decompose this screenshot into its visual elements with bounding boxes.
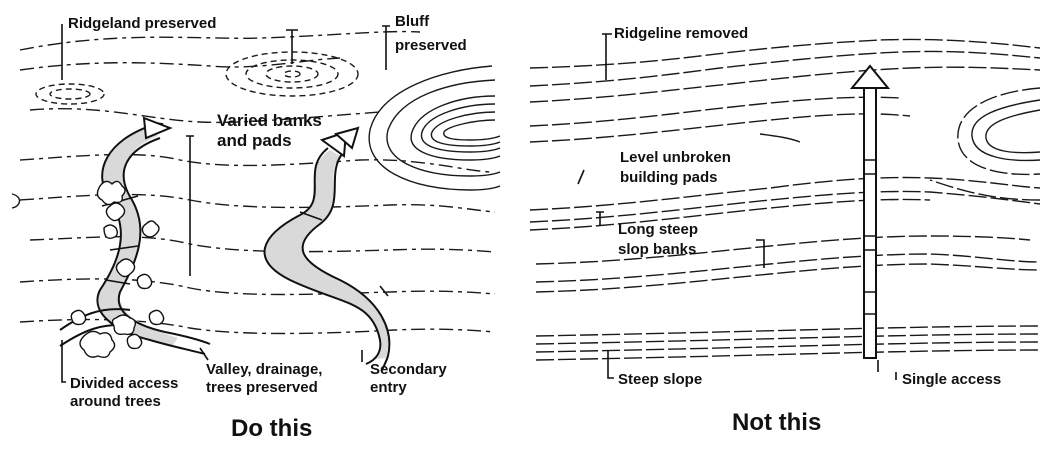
varied-banks-label-line2: and pads [217, 131, 292, 150]
do-this-caption: Do this [231, 415, 312, 442]
bluff-preserved-label-line2: preserved [395, 37, 467, 54]
right-leaders [578, 34, 896, 380]
secondary-entry-label-line1: Secondary [370, 361, 447, 378]
not-this-panel: Ridgeline removed Level unbroken buildin… [530, 25, 1040, 436]
steep-slope-label: Steep slope [618, 371, 702, 388]
divided-access-label-line2: around trees [70, 393, 161, 410]
valley-drainage-label-line2: trees preserved [206, 379, 318, 396]
divided-access-label-line1: Divided access [70, 375, 178, 392]
single-access-label: Single access [902, 371, 1001, 388]
not-this-caption: Not this [732, 409, 821, 436]
left-contours [12, 32, 500, 334]
long-steep-label-line2: slop banks [618, 241, 696, 258]
ridgeland-preserved-label: Ridgeland preserved [68, 15, 216, 32]
bluff-preserved-label-line1: Bluff [395, 13, 430, 30]
right-contours [530, 39, 1040, 360]
do-this-panel: Ridgeland preserved Bluff preserved Vari… [12, 13, 500, 442]
ridgeline-removed-label: Ridgeline removed [614, 25, 748, 42]
level-unbroken-label-line2: building pads [620, 169, 718, 186]
secondary-entry-label-line2: entry [370, 379, 407, 396]
single-access-road [852, 66, 888, 358]
valley-drainage-label-line1: Valley, drainage, [206, 361, 322, 378]
long-steep-label-line1: Long steep [618, 221, 698, 238]
varied-banks-label-line1: Varied banks [217, 111, 322, 130]
level-unbroken-label-line1: Level unbroken [620, 149, 731, 166]
